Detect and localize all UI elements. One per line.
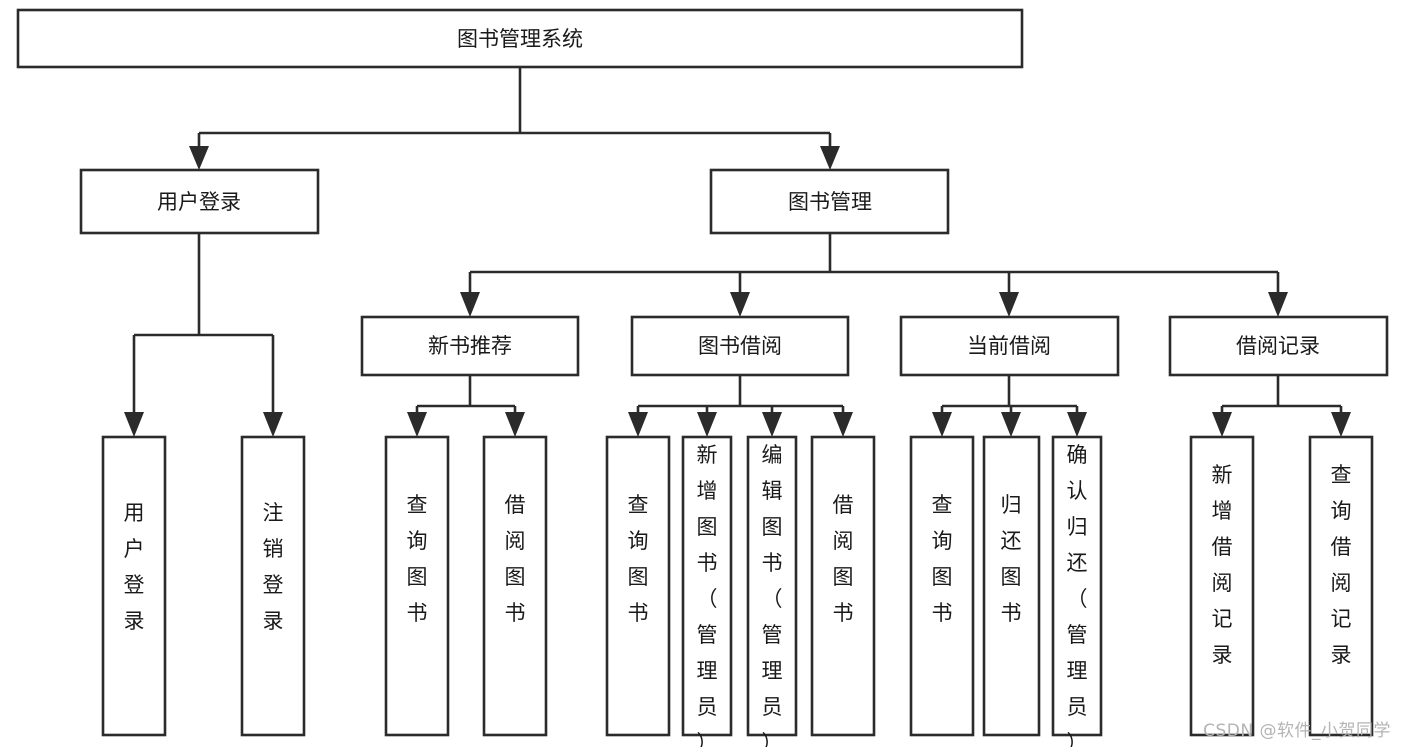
- connector-group-newbook: [407, 375, 525, 437]
- leaf-node[interactable]: 确认归还（管理员）: [1051, 435, 1103, 747]
- leaf-node[interactable]: 查询借阅记录: [1308, 435, 1374, 737]
- node-book-borrow-box[interactable]: [630, 315, 850, 377]
- leaf-label: 查询图书: [932, 493, 953, 625]
- leaf-label: 注销登录: [263, 501, 284, 633]
- arrow-head-icon: [932, 412, 952, 437]
- leaf-box[interactable]: [101, 435, 167, 737]
- node-borrow-record-box[interactable]: [1168, 315, 1389, 377]
- leaf-box[interactable]: [384, 435, 450, 737]
- node-root-label: 图书管理系统: [457, 27, 583, 51]
- arrow-head-icon: [762, 412, 782, 437]
- arrow-head-icon: [1268, 292, 1288, 317]
- leaf-label: 归还图书: [1001, 493, 1022, 625]
- arrow-head-icon: [263, 412, 283, 437]
- leaf-label: 查询借阅记录: [1331, 463, 1352, 667]
- node-book-management[interactable]: 图书管理: [709, 168, 950, 235]
- leaf-node[interactable]: 查询图书: [909, 435, 975, 737]
- node-borrow-record-label: 借阅记录: [1236, 334, 1320, 358]
- node-user-login-box[interactable]: [79, 168, 320, 235]
- node-borrow-record[interactable]: 借阅记录: [1168, 315, 1389, 377]
- leaf-node[interactable]: 借阅图书: [810, 435, 876, 737]
- arrow-head-icon: [460, 292, 480, 317]
- leaf-box[interactable]: [1308, 435, 1374, 737]
- leaf-node[interactable]: 查询图书: [384, 435, 450, 737]
- leaf-box[interactable]: [240, 435, 306, 737]
- leaf-node[interactable]: 注销登录: [240, 435, 306, 737]
- arrow-head-icon: [505, 412, 525, 437]
- leaf-box[interactable]: [605, 435, 671, 737]
- leaf-label: 借阅图书: [833, 493, 854, 625]
- leaf-label: 用户登录: [124, 501, 145, 633]
- leaf-label: 新增借阅记录: [1212, 463, 1233, 667]
- node-book-management-box[interactable]: [709, 168, 950, 235]
- leaf-box[interactable]: [746, 435, 798, 737]
- leaf-box[interactable]: [482, 435, 548, 737]
- leaf-node[interactable]: 用户登录: [101, 435, 167, 737]
- node-new-book-recommend-box[interactable]: [360, 315, 580, 377]
- arrow-head-icon: [1212, 412, 1232, 437]
- arrow-head-icon: [697, 412, 717, 437]
- arrow-head-icon: [1331, 412, 1351, 437]
- connector-group-login: [124, 233, 283, 437]
- arrow-head-icon: [1001, 412, 1021, 437]
- node-new-book-recommend[interactable]: 新书推荐: [360, 315, 580, 377]
- leaf-node[interactable]: 查询图书: [605, 435, 671, 737]
- node-book-management-label: 图书管理: [788, 190, 872, 214]
- leaf-box[interactable]: [909, 435, 975, 737]
- node-user-login[interactable]: 用户登录: [79, 168, 320, 235]
- leaf-node[interactable]: 归还图书: [982, 435, 1041, 737]
- leaf-box[interactable]: [1051, 435, 1103, 737]
- node-root-box[interactable]: [16, 8, 1024, 69]
- arrow-head-icon: [407, 412, 427, 437]
- arrow-head-icon: [1067, 412, 1087, 437]
- leaf-label: 新增图书（管理员）: [697, 443, 718, 747]
- leaf-node[interactable]: 编辑图书（管理员）: [746, 435, 798, 747]
- node-user-login-label: 用户登录: [157, 190, 241, 214]
- arrow-head-icon: [730, 292, 750, 317]
- node-current-borrow[interactable]: 当前借阅: [899, 315, 1120, 377]
- node-current-borrow-label: 当前借阅: [967, 334, 1051, 358]
- leaf-node[interactable]: 借阅图书: [482, 435, 548, 737]
- leaf-label: 查询图书: [628, 493, 649, 625]
- leaf-box[interactable]: [1189, 435, 1255, 737]
- node-new-book-recommend-label: 新书推荐: [428, 334, 512, 358]
- node-book-borrow-label: 图书借阅: [698, 334, 782, 358]
- connector-group-current: [932, 375, 1087, 437]
- leaf-box[interactable]: [681, 435, 733, 737]
- leaf-label: 借阅图书: [505, 493, 526, 625]
- leaf-node[interactable]: 新增借阅记录: [1189, 435, 1255, 737]
- arrow-head-icon: [124, 412, 144, 437]
- leaf-label: 确认归还（管理员）: [1067, 443, 1088, 747]
- leaf-box[interactable]: [810, 435, 876, 737]
- arrow-head-icon: [833, 412, 853, 437]
- arrow-head-icon: [999, 292, 1019, 317]
- arrow-head-icon: [628, 412, 648, 437]
- node-root[interactable]: 图书管理系统: [16, 8, 1024, 69]
- leaf-label: 查询图书: [407, 493, 428, 625]
- node-book-borrow[interactable]: 图书借阅: [630, 315, 850, 377]
- arrow-head-icon: [820, 146, 840, 170]
- arrow-head-icon: [189, 146, 209, 170]
- connector-group-record: [1212, 375, 1351, 437]
- leaf-node[interactable]: 新增图书（管理员）: [681, 435, 733, 747]
- connector-group-root: [189, 67, 840, 170]
- leaf-box[interactable]: [982, 435, 1041, 737]
- connector-group-bookmgr: [460, 233, 1288, 317]
- leaf-label: 编辑图书（管理员）: [762, 443, 783, 747]
- node-current-borrow-box[interactable]: [899, 315, 1120, 377]
- connector-group-borrow: [628, 375, 853, 437]
